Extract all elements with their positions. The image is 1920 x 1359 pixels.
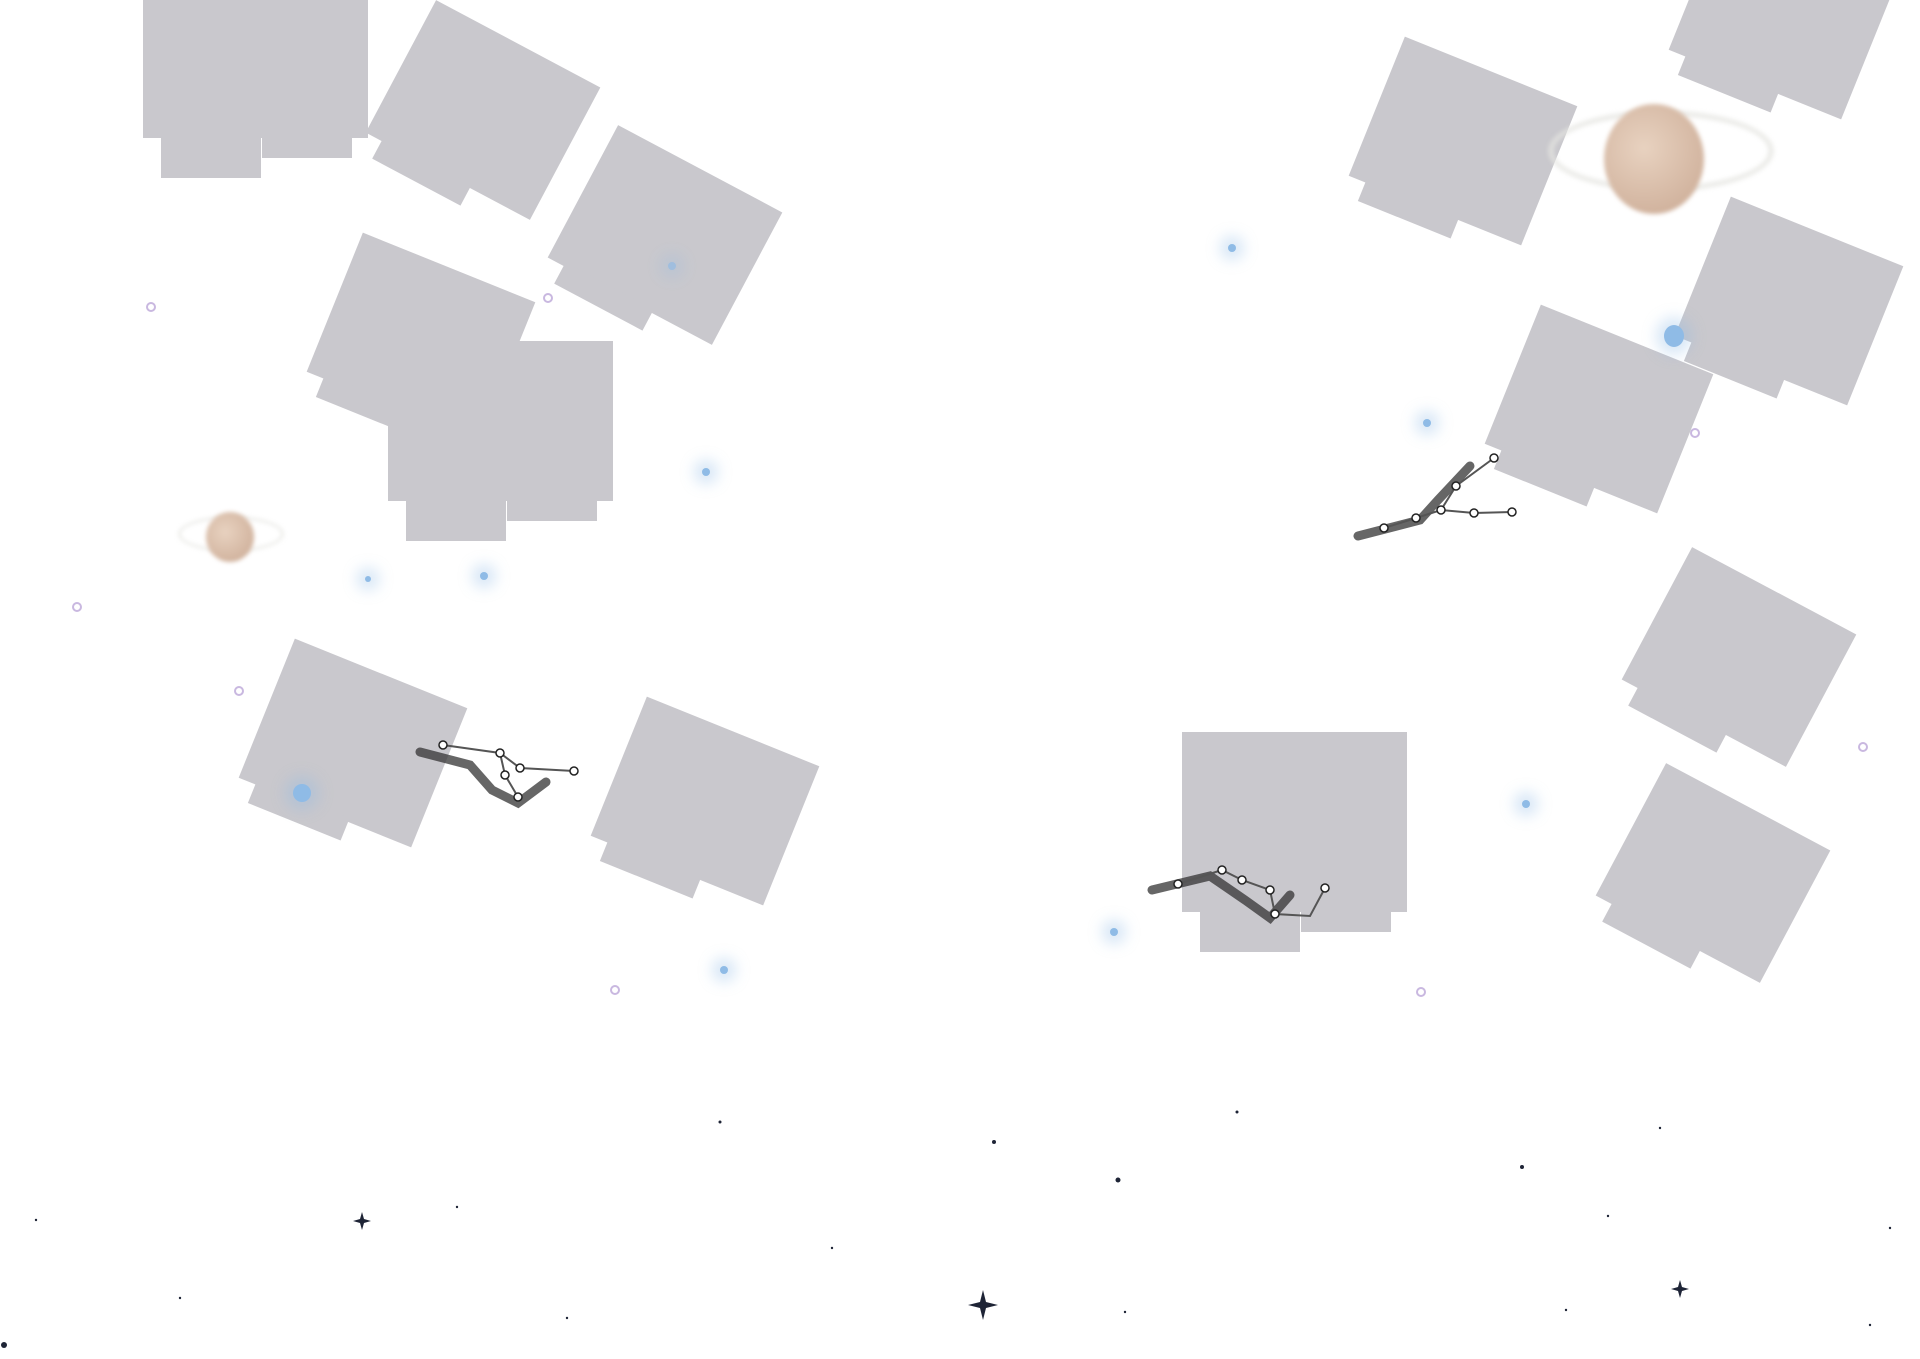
constellation-icon — [1147, 865, 1330, 925]
placeholder-tile — [143, 0, 368, 178]
star-icon — [543, 293, 553, 303]
star-icon — [1664, 325, 1684, 347]
star-icon — [480, 572, 488, 580]
star-icon — [1423, 419, 1431, 427]
star-icon — [668, 262, 676, 270]
star-icon — [1522, 800, 1530, 808]
star-icon — [293, 784, 311, 802]
dark-stars — [1, 1110, 1892, 1348]
star-icon — [610, 985, 620, 995]
star-icon — [365, 576, 371, 582]
star-icon — [1228, 244, 1236, 252]
planet-icon — [206, 512, 254, 562]
placeholder-tile — [388, 341, 613, 541]
star-icon — [1690, 428, 1700, 438]
star-icon — [72, 602, 82, 612]
star-icon — [1416, 987, 1426, 997]
star-icon — [234, 686, 244, 696]
star-icon — [1110, 928, 1118, 936]
star-icon — [1858, 742, 1868, 752]
star-icon — [702, 468, 710, 476]
star-icon — [146, 302, 156, 312]
constellation-icon — [415, 740, 579, 809]
constellation-icon — [1353, 453, 1517, 541]
star-icon — [720, 966, 728, 974]
planet-icon — [1604, 104, 1704, 214]
